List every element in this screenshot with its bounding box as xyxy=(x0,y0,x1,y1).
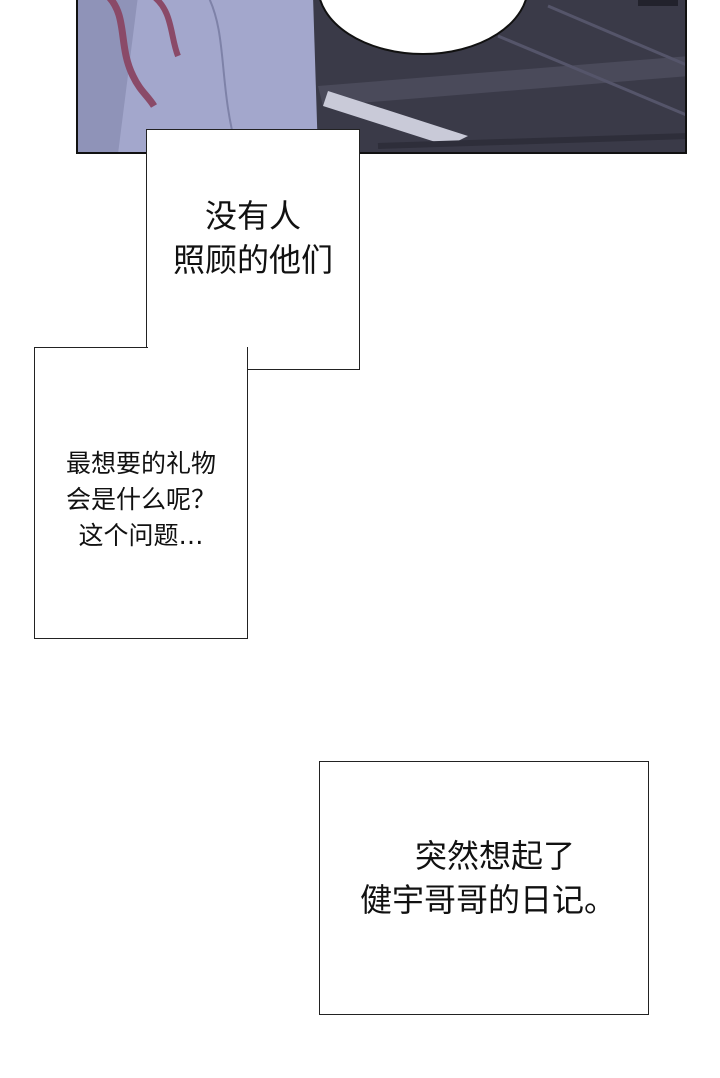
panel-illustration xyxy=(78,0,685,152)
narration-line: 照顾的他们 xyxy=(172,241,333,279)
comic-panel-top xyxy=(76,0,687,154)
narration-line: 最想要的礼物 xyxy=(65,449,216,478)
narration-box-3: 突然想起了 健宇哥哥的日记。 xyxy=(319,761,649,1015)
narration-line: 突然想起了 xyxy=(414,837,575,875)
box-join xyxy=(147,345,247,349)
narration-line: 没有人 xyxy=(204,197,301,235)
narration-box-1: 没有人 照顾的他们 xyxy=(146,129,360,370)
narration-line: 会是什么呢？ xyxy=(65,485,216,514)
narration-line: 这个问题… xyxy=(78,521,204,550)
narration-box-2: 最想要的礼物 会是什么呢？ 这个问题… xyxy=(34,347,248,639)
narration-line: 健宇哥哥的日记。 xyxy=(359,881,616,919)
